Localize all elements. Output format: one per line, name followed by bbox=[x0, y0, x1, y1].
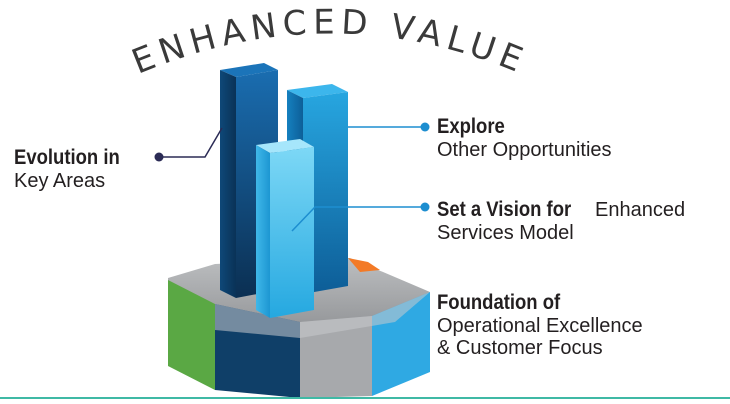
explore-subtext: Other Opportunities bbox=[437, 138, 612, 161]
label-evolution: Evolution in Key Areas bbox=[14, 146, 134, 192]
label-vision: Set a Vision for Enhanced Services Model bbox=[437, 198, 685, 244]
diagram-title: ENHANCED VALUE bbox=[126, 2, 533, 82]
label-explore: Explore Other Opportunities bbox=[437, 115, 612, 161]
base-rim bbox=[215, 292, 430, 338]
evolution-subtext: Key Areas bbox=[14, 169, 106, 192]
evolution-heading: Evolution in bbox=[14, 146, 120, 169]
bar-vision bbox=[256, 139, 314, 318]
base-orange-accent bbox=[348, 258, 380, 272]
vision-heading: Set a Vision for bbox=[437, 198, 572, 221]
vision-subtext: Services Model bbox=[437, 221, 574, 244]
leader-dot-explore bbox=[420, 122, 430, 132]
label-foundation: Foundation of Operational Excellence & C… bbox=[437, 291, 643, 359]
vision-heading-inline: Enhanced bbox=[589, 199, 686, 221]
foundation-heading: Foundation of bbox=[437, 291, 561, 314]
base-green-face bbox=[168, 280, 215, 390]
leader-dot-evolution bbox=[154, 152, 164, 162]
leader-evolution bbox=[154, 127, 223, 162]
base-gray-face bbox=[300, 316, 372, 398]
leader-vision bbox=[291, 202, 430, 232]
bottom-divider bbox=[0, 397, 730, 399]
foundation-subtext-2: & Customer Focus bbox=[437, 336, 603, 359]
foundation-subtext-1: Operational Excellence bbox=[437, 314, 643, 337]
leader-explore bbox=[348, 122, 430, 132]
explore-heading: Explore bbox=[437, 115, 505, 138]
leader-dot-vision bbox=[420, 202, 430, 212]
